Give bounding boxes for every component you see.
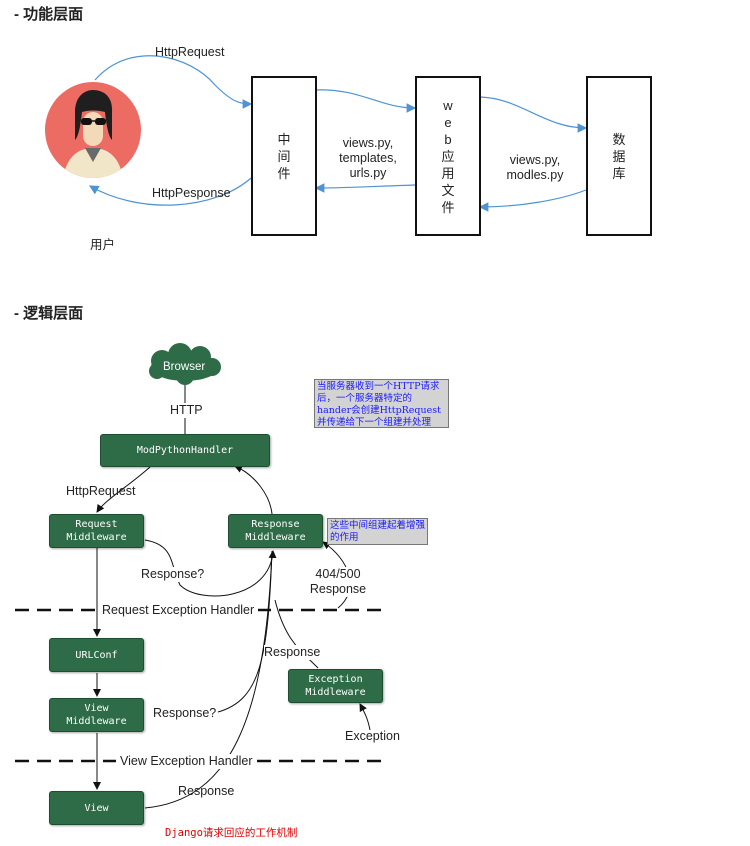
arrow-exception-to-exception-mw xyxy=(359,703,371,731)
http-request-label: HttpRequest xyxy=(155,45,225,59)
response-question-2: Response? xyxy=(153,706,217,721)
http-request-label-2: HttpRequest xyxy=(66,484,136,498)
middleware-files-label: views.py, templates, urls.py xyxy=(334,136,402,181)
request-middleware-node: Request Middleware xyxy=(49,514,144,548)
file-models: modles.py xyxy=(506,168,564,182)
arrow-webapp-to-middleware xyxy=(314,183,416,193)
urlconf-node: URLConf xyxy=(49,638,144,672)
browser-cloud-icon xyxy=(149,343,221,385)
modpythonhandler-node: ModPythonHandler xyxy=(100,434,270,467)
arrow-response-middleware-to-user xyxy=(88,177,252,206)
middleware-note: 这些中间组建起着增强的作用 xyxy=(327,518,428,545)
file-views-db: views.py, xyxy=(509,153,561,167)
database-box-label: 数据库 xyxy=(612,131,626,181)
response-middleware-node: Response Middleware xyxy=(228,514,323,548)
view-exception-handler-label: View Exception Handler xyxy=(116,754,257,769)
user-label: 用户 xyxy=(90,238,116,252)
error-response-text: Response xyxy=(309,582,367,596)
response-label-a: Response xyxy=(264,645,321,660)
arrow-handler-to-request-mw xyxy=(96,466,151,513)
arrow-webapp-to-database xyxy=(479,96,588,133)
handler-note: 当服务器收到一个HTTP请求后，一个服务器特定的hander会创建HttpReq… xyxy=(314,379,449,428)
section-heading-logical: - 逻辑层面 xyxy=(14,305,84,322)
arrow-exception-mw-response xyxy=(274,599,319,669)
webapp-box-label: web应用文件 xyxy=(441,97,455,215)
database-files-label: views.py, modles.py xyxy=(500,153,570,183)
exception-label: Exception xyxy=(345,729,400,743)
middleware-box-label: 中间件 xyxy=(277,131,291,181)
http-label: HTTP xyxy=(170,403,203,418)
error-code: 404/500 xyxy=(315,567,361,581)
arrow-response-mw-to-handler xyxy=(234,465,273,515)
view-middleware-node: View Middleware xyxy=(49,698,144,732)
browser-label: Browser xyxy=(163,361,206,373)
request-exception-handler-label: Request Exception Handler xyxy=(98,603,259,618)
response-label-b: Response xyxy=(178,784,235,798)
response-question-1: Response? xyxy=(141,567,205,582)
arrow-database-to-webapp xyxy=(478,189,587,212)
webapp-box: web应用文件 xyxy=(415,76,481,236)
http-response-label: HttpPesponse xyxy=(152,186,231,200)
error-response-label: 404/500 Response xyxy=(308,567,368,597)
arrow-request-mw-response xyxy=(144,539,277,597)
arrow-request-user-to-middleware xyxy=(94,55,253,109)
file-templates: templates, xyxy=(339,151,397,165)
database-box: 数据库 xyxy=(586,76,652,236)
exception-middleware-node: Exception Middleware xyxy=(288,669,383,703)
arrow-view-response xyxy=(144,550,273,809)
user-avatar-icon xyxy=(45,82,141,178)
section-heading-functional: - 功能层面 xyxy=(14,6,84,23)
file-views: views.py, xyxy=(342,136,394,150)
file-urls: urls.py xyxy=(349,166,387,180)
diagram-caption: Django请求回应的工作机制 xyxy=(165,827,298,839)
middleware-box: 中间件 xyxy=(251,76,317,236)
arrow-middleware-to-webapp xyxy=(314,89,417,113)
view-node: View xyxy=(49,791,144,825)
